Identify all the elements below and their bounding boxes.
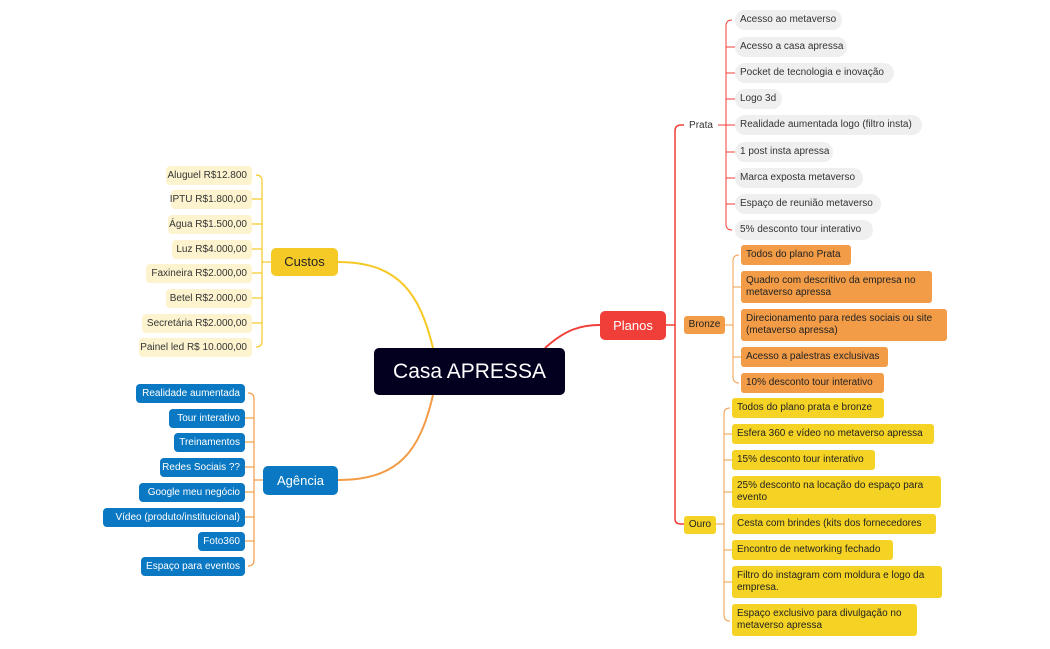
prata-item[interactable]: Pocket de tecnologia e inovação xyxy=(735,63,894,83)
bronze-item[interactable]: Acesso a palestras exclusivas xyxy=(741,347,888,367)
bronze-item[interactable]: 10% desconto tour interativo xyxy=(741,373,884,393)
custo-item[interactable]: Secretária R$2.000,00 xyxy=(142,314,252,333)
prata-item[interactable]: Acesso a casa apressa xyxy=(735,37,847,57)
ouro-item[interactable]: Todos do plano prata e bronze xyxy=(732,398,884,418)
agencia-item[interactable]: Google meu negócio xyxy=(139,483,245,502)
custo-item[interactable]: Aluguel R$12.800 xyxy=(166,166,252,185)
ouro-item[interactable]: Espaço exclusivo para divulgação no meta… xyxy=(732,604,917,636)
plan-prata[interactable]: Prata xyxy=(684,117,718,134)
agencia-item[interactable]: Espaço para eventos xyxy=(141,557,245,576)
ouro-item[interactable]: 15% desconto tour interativo xyxy=(732,450,875,470)
branch-agencia[interactable]: Agência xyxy=(263,466,338,495)
custo-item[interactable]: Água R$1.500,00 xyxy=(168,215,252,234)
custo-item[interactable]: Luz R$4.000,00 xyxy=(172,240,252,259)
central-topic[interactable]: Casa APRESSA xyxy=(374,348,565,395)
plan-ouro[interactable]: Ouro xyxy=(684,516,716,534)
prata-item[interactable]: Logo 3d xyxy=(735,89,782,109)
agencia-item[interactable]: Tour interativo xyxy=(169,409,245,428)
bronze-item[interactable]: Quadro com descritivo da empresa no meta… xyxy=(741,271,932,303)
branch-planos[interactable]: Planos xyxy=(600,311,666,340)
custo-item[interactable]: Painel led R$ 10.000,00 xyxy=(139,338,252,357)
bronze-item[interactable]: Todos do plano Prata xyxy=(741,245,851,265)
ouro-item[interactable]: Encontro de networking fechado xyxy=(732,540,893,560)
agencia-item[interactable]: Realidade aumentada xyxy=(136,384,245,403)
ouro-item[interactable]: Cesta com brindes (kits dos fornecedores xyxy=(732,514,936,534)
prata-item[interactable]: Marca exposta metaverso xyxy=(735,168,863,188)
agencia-item[interactable]: Redes Sociais ?? xyxy=(160,458,245,477)
ouro-item[interactable]: Filtro do instagram com moldura e logo d… xyxy=(732,566,942,598)
prata-item[interactable]: 5% desconto tour interativo xyxy=(735,220,873,240)
ouro-item[interactable]: 25% desconto na locação do espaço para e… xyxy=(732,476,941,508)
branch-custos[interactable]: Custos xyxy=(271,248,338,276)
custo-item[interactable]: Faxineira R$2.000,00 xyxy=(146,264,252,283)
agencia-item[interactable]: Treinamentos xyxy=(174,433,245,452)
prata-item[interactable]: Realidade aumentada logo (filtro insta) xyxy=(735,115,922,135)
prata-item[interactable]: Acesso ao metaverso xyxy=(735,10,842,30)
agencia-item[interactable]: Foto360 xyxy=(198,532,245,551)
bronze-item[interactable]: Direcionamento para redes sociais ou sit… xyxy=(741,309,947,341)
ouro-item[interactable]: Esfera 360 e vídeo no metaverso apressa xyxy=(732,424,934,444)
custo-item[interactable]: Betel R$2.000,00 xyxy=(166,289,252,308)
plan-bronze[interactable]: Bronze xyxy=(684,316,725,334)
agencia-item[interactable]: Vídeo (produto/institucional) xyxy=(103,508,245,527)
custo-item[interactable]: IPTU R$1.800,00 xyxy=(170,190,252,209)
prata-item[interactable]: 1 post insta apressa xyxy=(735,142,833,162)
prata-item[interactable]: Espaço de reunião metaverso xyxy=(735,194,881,214)
